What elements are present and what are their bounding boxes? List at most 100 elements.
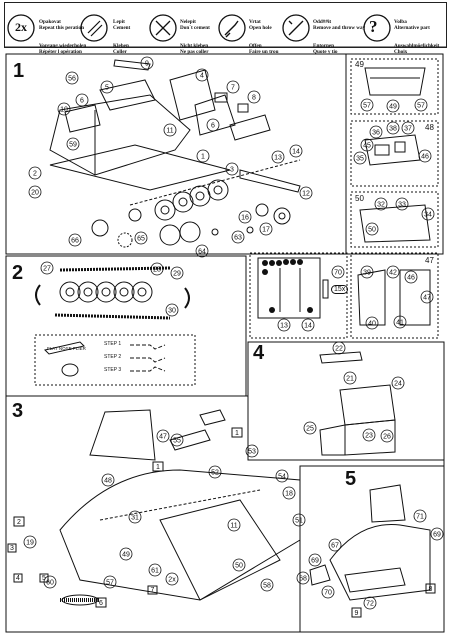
svg-text:6: 6 xyxy=(80,98,84,105)
step-number-3: 3 xyxy=(12,400,24,422)
step-number-2: 2 xyxy=(12,262,24,284)
repeat-badge: 2x xyxy=(15,20,27,34)
svg-text:40: 40 xyxy=(368,321,376,328)
svg-text:63: 63 xyxy=(234,235,242,242)
svg-text:49: 49 xyxy=(122,552,130,559)
svg-text:42: 42 xyxy=(389,270,397,277)
svg-text:8: 8 xyxy=(252,95,256,102)
svg-text:13: 13 xyxy=(274,155,282,162)
svg-text:64: 64 xyxy=(198,249,206,256)
svg-text:28: 28 xyxy=(153,267,161,274)
svg-text:4: 4 xyxy=(16,575,20,582)
svg-text:4: 4 xyxy=(200,73,204,80)
svg-text:57: 57 xyxy=(417,103,425,110)
svg-text:9: 9 xyxy=(355,610,359,617)
svg-text:5: 5 xyxy=(105,85,109,92)
svg-text:6: 6 xyxy=(99,600,103,607)
svg-text:12: 12 xyxy=(302,191,310,198)
step4-panel xyxy=(247,341,445,461)
svg-text:47: 47 xyxy=(423,295,431,302)
svg-text:3: 3 xyxy=(10,545,14,552)
svg-text:2: 2 xyxy=(33,171,37,178)
svg-text:61: 61 xyxy=(151,568,159,575)
svg-text:6: 6 xyxy=(211,123,215,130)
svg-text:22: 22 xyxy=(335,346,343,353)
svg-text:60: 60 xyxy=(46,580,54,587)
svg-text:27: 27 xyxy=(43,266,51,273)
svg-text:25: 25 xyxy=(306,426,314,433)
svg-text:23: 23 xyxy=(365,433,373,440)
svg-text:20: 20 xyxy=(31,190,39,197)
svg-text:5: 5 xyxy=(42,575,46,582)
svg-text:51: 51 xyxy=(295,518,303,525)
svg-text:46: 46 xyxy=(421,154,429,161)
svg-text:13: 13 xyxy=(280,323,288,330)
choice-icon: ? xyxy=(369,17,378,36)
subassembly-label-48: 48 xyxy=(425,123,434,132)
svg-text:9: 9 xyxy=(145,61,149,68)
svg-text:17: 17 xyxy=(262,227,270,234)
decal-count-label: 15x xyxy=(331,285,349,294)
svg-text:67: 67 xyxy=(331,543,339,550)
svg-text:57: 57 xyxy=(363,103,371,110)
svg-text:57: 57 xyxy=(106,580,114,587)
svg-text:14: 14 xyxy=(292,149,300,156)
svg-text:1: 1 xyxy=(201,154,205,161)
svg-text:38: 38 xyxy=(389,126,397,133)
svg-text:35: 35 xyxy=(356,156,364,163)
svg-text:70: 70 xyxy=(324,590,332,597)
svg-text:32: 32 xyxy=(377,202,385,209)
svg-text:71: 71 xyxy=(416,514,424,521)
step-number-4: 4 xyxy=(253,342,265,364)
step5-panel xyxy=(299,465,445,633)
subassembly-column xyxy=(345,53,444,255)
subassembly-label-47: 47 xyxy=(425,256,434,265)
svg-text:45: 45 xyxy=(363,143,371,150)
svg-text:68: 68 xyxy=(299,576,307,583)
svg-text:54: 54 xyxy=(278,474,286,481)
svg-text:70: 70 xyxy=(334,270,342,277)
svg-text:39: 39 xyxy=(363,270,371,277)
svg-text:26: 26 xyxy=(383,434,391,441)
svg-text:72: 72 xyxy=(366,601,374,608)
svg-text:14: 14 xyxy=(304,323,312,330)
svg-text:58: 58 xyxy=(263,583,271,590)
svg-text:2: 2 xyxy=(17,519,21,526)
svg-text:49: 49 xyxy=(389,104,397,111)
svg-text:7: 7 xyxy=(231,85,235,92)
subassembly-label-50: 50 xyxy=(355,194,364,203)
svg-text:11: 11 xyxy=(230,523,237,530)
svg-text:8: 8 xyxy=(429,586,433,593)
svg-text:55: 55 xyxy=(173,438,181,445)
decals-panel xyxy=(249,252,348,339)
svg-text:31: 31 xyxy=(131,515,139,522)
step2-panel xyxy=(5,255,247,397)
svg-text:2x: 2x xyxy=(168,577,176,584)
svg-text:66: 66 xyxy=(71,238,79,245)
svg-text:37: 37 xyxy=(404,126,412,133)
svg-text:52: 52 xyxy=(211,470,219,477)
svg-text:18: 18 xyxy=(285,491,293,498)
svg-text:10: 10 xyxy=(60,107,68,114)
svg-text:30: 30 xyxy=(168,308,176,315)
svg-text:11: 11 xyxy=(166,128,173,135)
svg-text:69: 69 xyxy=(433,532,441,539)
svg-text:36: 36 xyxy=(372,130,380,137)
svg-text:3: 3 xyxy=(230,167,234,174)
svg-text:33: 33 xyxy=(398,202,406,209)
svg-text:59: 59 xyxy=(69,142,77,149)
svg-text:50: 50 xyxy=(235,563,243,570)
svg-text:21: 21 xyxy=(346,376,354,383)
svg-text:19: 19 xyxy=(26,540,34,547)
svg-text:16: 16 xyxy=(241,215,249,222)
svg-text:65: 65 xyxy=(137,236,145,243)
subassembly-label-49: 49 xyxy=(355,60,364,69)
